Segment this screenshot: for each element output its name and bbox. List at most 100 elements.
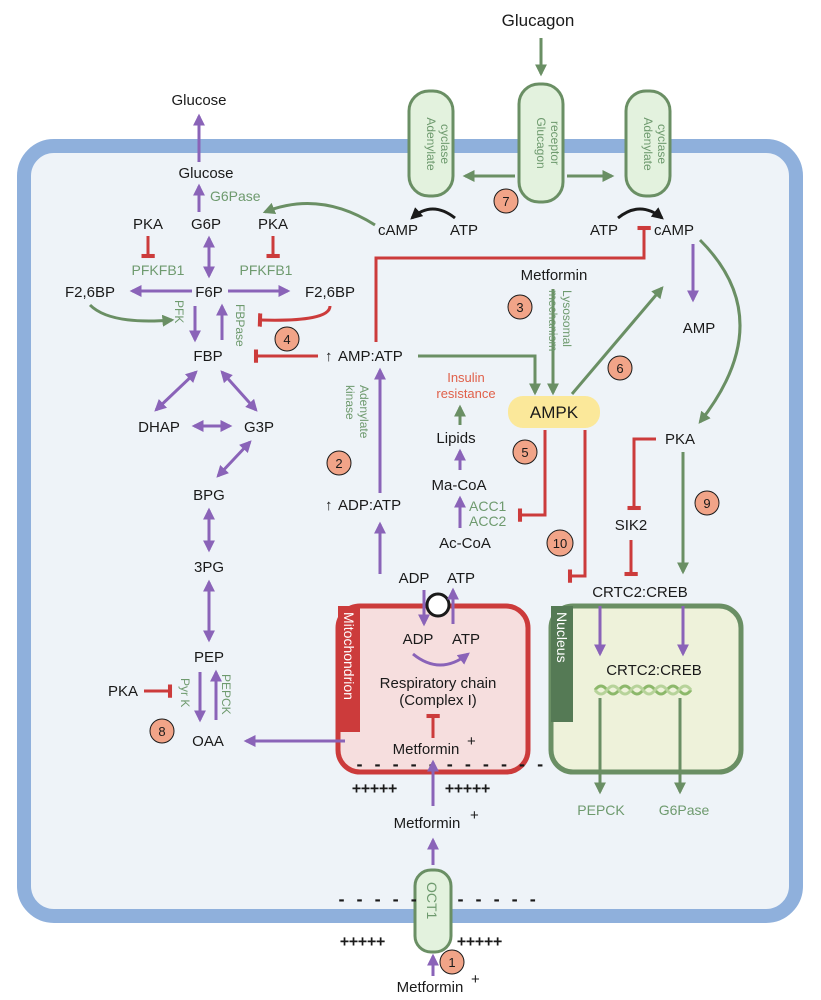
- adenylate-kinase-label-2: kinase: [343, 385, 357, 420]
- acc2: ACC2: [469, 513, 507, 529]
- macoa: Ma-CoA: [431, 477, 486, 494]
- adp-mito: ADP: [403, 631, 434, 648]
- ampk-label: AMPK: [530, 403, 579, 422]
- mito-membrane-negative: - - - - - - - - - - - -: [355, 756, 563, 774]
- f26bp-left: F2,6BP: [65, 284, 115, 301]
- svg-text:6: 6: [616, 361, 623, 376]
- bpg: BPG: [193, 487, 225, 504]
- svg-text:1: 1: [448, 955, 455, 970]
- amp-atp-up: ↑: [325, 348, 333, 365]
- adp-atp-translocase: [425, 592, 451, 618]
- glucagon-receptor-label-2: receptor: [548, 121, 562, 165]
- f6p: F6P: [195, 284, 223, 301]
- adp-atp-up: ↑: [325, 497, 333, 514]
- g6pase-output: G6Pase: [659, 802, 710, 818]
- glucose-out: Glucose: [171, 92, 226, 109]
- glucagon-label: Glucagon: [502, 11, 575, 30]
- ampatp-inhibits-adenylate-cyclase: [374, 225, 651, 342]
- pfk-label: PFK: [172, 300, 186, 323]
- pfkfb1-left: PFKFB1: [132, 262, 185, 278]
- insulin-resistance-line-2: resistance: [436, 386, 495, 401]
- badge-9: 9: [694, 490, 720, 516]
- crtc2-creb-nucleus: CRTC2:CREB: [606, 662, 702, 679]
- g3p: G3P: [244, 419, 274, 436]
- ampk-inhibits-acc: [517, 430, 547, 522]
- metformin-cytoplasm: Metformin: [394, 815, 461, 832]
- svg-text:7: 7: [502, 194, 509, 209]
- metformin-mito: Metformin: [393, 741, 460, 758]
- atp-membrane: ATP: [447, 570, 475, 587]
- ampatp-activates-ampk: [418, 354, 541, 396]
- g6pase-top: G6Pase: [210, 188, 261, 204]
- pepck-output: PEPCK: [577, 802, 625, 818]
- adenylate-kinase-label-1: Adenylate: [357, 385, 371, 439]
- badge-1: 1: [439, 949, 465, 975]
- svg-text:5: 5: [521, 445, 528, 460]
- camp-left: cAMP: [378, 222, 418, 239]
- adp-atp-ratio: ADP:ATP: [338, 497, 401, 514]
- ampk-activates-arrow: [570, 286, 664, 395]
- camp-to-pka-arrow: [698, 238, 742, 424]
- pka-left: PKA: [133, 216, 163, 233]
- svg-text:3: 3: [516, 300, 523, 315]
- atp-left: ATP: [450, 222, 478, 239]
- pka-low: PKA: [108, 683, 138, 700]
- adenylate-cyclase-left: [407, 89, 455, 198]
- glucagon-receptor: [517, 82, 565, 204]
- f26bp-activates-pfk: [88, 303, 175, 327]
- atp-to-camp-right-arrow: [617, 207, 664, 220]
- pep: PEP: [194, 649, 224, 666]
- membrane-negative-left: - - - - -: [337, 891, 418, 909]
- oct1-transporter: [413, 868, 453, 954]
- dhap: DHAP: [138, 419, 180, 436]
- glucose-in: Glucose: [178, 165, 233, 182]
- metformin-top: Metformin: [521, 267, 588, 284]
- dna-helix: [593, 684, 693, 696]
- svg-text:8: 8: [158, 724, 165, 739]
- mito-plus-left: +++++: [352, 779, 397, 797]
- lysosomal-label-2: mechanism: [546, 290, 560, 351]
- membrane-negative-right: - - - - -: [456, 891, 537, 909]
- ampk-node: [508, 396, 600, 428]
- 3pg: 3PG: [194, 559, 224, 576]
- svg-text:2: 2: [335, 456, 342, 471]
- nucleus-label: Nucleus: [554, 612, 570, 663]
- svg-text:9: 9: [703, 496, 710, 511]
- atp-right: ATP: [590, 222, 618, 239]
- g3p-bpg-arrow: [216, 440, 252, 478]
- respiratory-chain-line-2: (Complex I): [399, 692, 477, 709]
- badge-5: 5: [512, 439, 538, 465]
- nucleus-label-bar: [551, 606, 573, 722]
- crtc2-creb-cytoplasm: CRTC2:CREB: [592, 584, 688, 601]
- pyrk-label: Pyr K: [178, 678, 192, 707]
- fbpase-label: FBPase: [233, 304, 247, 347]
- glucagon-receptor-label-1: Glucagon: [534, 117, 548, 168]
- oct1-label: OCT1: [424, 882, 440, 920]
- atp-to-camp-left-arrow: [410, 207, 456, 220]
- camp-to-g6pase-arrow: [262, 202, 376, 227]
- metformin-outside: Metformin: [397, 979, 464, 996]
- membrane-positive-right: +++++: [457, 932, 502, 950]
- pfkfb1-right: PFKFB1: [240, 262, 293, 278]
- badge-10: 10: [546, 529, 574, 557]
- pka-inhibits-sik2: [627, 437, 656, 511]
- oaa: OAA: [192, 733, 224, 750]
- f26bp-right: F2,6BP: [305, 284, 355, 301]
- metformin-cyt-charge: +: [470, 807, 479, 824]
- insulin-resistance-line-1: Insulin: [447, 370, 485, 385]
- fbp-dhap-arrow: [154, 370, 198, 412]
- badge-7: 7: [493, 188, 519, 214]
- adenylate-cyclase-right: [624, 89, 672, 198]
- amp-atp-ratio: AMP:ATP: [338, 348, 403, 365]
- badge-3: 3: [507, 294, 533, 320]
- acc1: ACC1: [469, 498, 507, 514]
- pka-right: PKA: [665, 431, 695, 448]
- badge-6: 6: [607, 355, 633, 381]
- adenylate-cyclase-right-label-2: cyclase: [655, 124, 669, 164]
- membrane-positive-left: +++++: [340, 932, 385, 950]
- adp-membrane: ADP: [399, 570, 430, 587]
- pepck-enzyme-label: PEPCK: [219, 674, 233, 715]
- f26bp-inhibits-fbpase: [257, 305, 332, 327]
- fbp-g3p-arrow: [220, 370, 258, 412]
